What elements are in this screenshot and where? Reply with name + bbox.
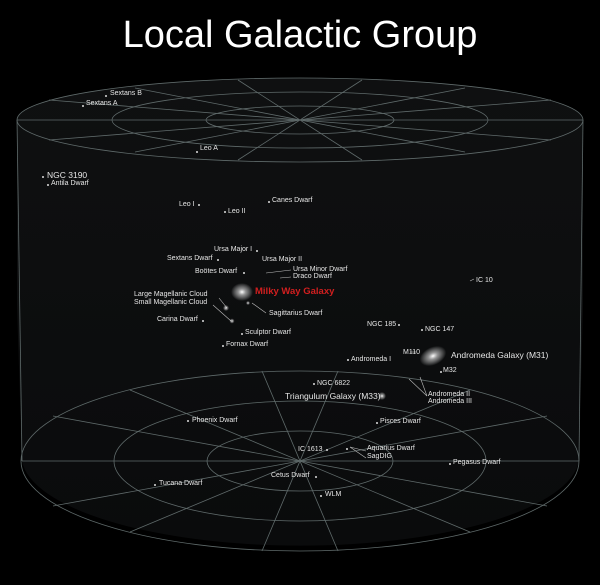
galaxy-dot <box>326 449 328 451</box>
label-ursa-major-ii: Ursa Major II <box>262 256 303 263</box>
label-ic-10: IC 10 <box>476 277 493 284</box>
label-sextans-dwarf: Sextans Dwarf <box>167 255 213 262</box>
galaxy-dot <box>196 151 198 153</box>
galaxy-dot <box>421 329 423 331</box>
milky-way-glow <box>231 283 253 301</box>
galaxy-dot <box>320 495 322 497</box>
label-lmc: Large Magellanic Cloud <box>134 291 208 298</box>
label-triangulum-galaxy: Triangulum Galaxy (M33) <box>285 391 381 401</box>
andromeda-glow <box>419 345 447 367</box>
label-ic-1613: IC 1613 <box>298 446 323 453</box>
label-sextans-b: Sextans B <box>110 90 142 97</box>
label-ngc-6822: NGC 6822 <box>317 380 351 387</box>
label-andromeda-i: Andromeda I <box>351 356 392 363</box>
label-aquarius-dwarf: Aquarius Dwarf <box>367 445 415 452</box>
triangulum-glow <box>378 392 386 400</box>
label-tucana-dwarf: Tucana Dwarf <box>159 480 203 487</box>
label-smc: Small Magellanic Cloud <box>134 299 208 306</box>
label-andromeda-iii: Andromeda III <box>428 398 472 405</box>
diagram-title: Local Galactic Group <box>122 14 478 56</box>
galaxy-dot <box>256 250 258 252</box>
galaxy-dot <box>217 259 219 261</box>
label-andromeda-galaxy: Andromeda Galaxy (M31) <box>451 350 549 360</box>
galaxy-dot <box>47 184 49 186</box>
label-pisces-dwarf: Pisces Dwarf <box>380 418 421 425</box>
label-leo-a: Leo A <box>200 145 218 152</box>
galaxy-dot <box>243 272 245 274</box>
galaxy-dot <box>440 371 442 373</box>
galaxy-dot <box>105 95 107 97</box>
galaxy-dot <box>42 176 44 178</box>
galaxy-dot <box>376 422 378 424</box>
galaxy-dot <box>313 383 315 385</box>
label-wlm: WLM <box>325 491 342 498</box>
label-antila-dwarf: Antila Dwarf <box>51 180 89 187</box>
galaxy-dot <box>315 476 317 478</box>
label-m110: M110 <box>403 349 420 356</box>
label-pegasus-dwarf: Pegasus Dwarf <box>453 459 501 466</box>
galaxy-dot <box>198 204 200 206</box>
galaxy-dot <box>449 463 451 465</box>
label-sagittarius-dwarf: Sagittarius Dwarf <box>269 310 323 317</box>
label-sextans-a: Sextans A <box>86 100 118 107</box>
label-canes-dwarf: Canes Dwarf <box>272 197 313 204</box>
galaxy-dot <box>82 105 84 107</box>
label-draco-dwarf: Draco Dwarf <box>293 273 332 280</box>
galaxy-dot <box>202 320 204 322</box>
label-ngc-185: NGC 185 <box>367 321 397 328</box>
galaxy-dot <box>154 484 156 486</box>
label-ngc-147: NGC 147 <box>425 326 455 333</box>
galaxy-dot <box>241 333 243 335</box>
galaxy-dot <box>187 420 189 422</box>
label-phoenix-dwarf: Phoenix Dwarf <box>192 417 238 424</box>
galaxy-dot <box>222 345 224 347</box>
label-leo-i: Leo I <box>179 201 195 208</box>
label-milky-way: Milky Way Galaxy <box>255 286 335 297</box>
label-sagdig: SagDIG <box>367 453 392 460</box>
label-cetus-dwarf: Cetus Dwarf <box>271 472 310 479</box>
galaxy-dot <box>224 211 226 213</box>
label-bootes-dwarf: Boötes Dwarf <box>195 268 238 275</box>
label-sculptor-dwarf: Sculptor Dwarf <box>245 329 291 336</box>
label-ursa-major-i: Ursa Major I <box>214 246 253 253</box>
label-fornax-dwarf: Fornax Dwarf <box>226 341 269 348</box>
label-carina-dwarf: Carina Dwarf <box>157 316 198 323</box>
label-ngc-3190: NGC 3190 <box>47 170 88 180</box>
label-ursa-minor-dwarf: Ursa Minor Dwarf <box>293 266 348 273</box>
label-leo-ii: Leo II <box>228 208 246 215</box>
galaxy-dot <box>268 201 270 203</box>
galaxy-dot <box>398 324 400 326</box>
label-m32: M32 <box>443 367 457 374</box>
galaxy-dot <box>346 448 348 450</box>
galaxy-dot <box>347 359 349 361</box>
label-andromeda-ii: Andromeda II <box>428 391 471 398</box>
